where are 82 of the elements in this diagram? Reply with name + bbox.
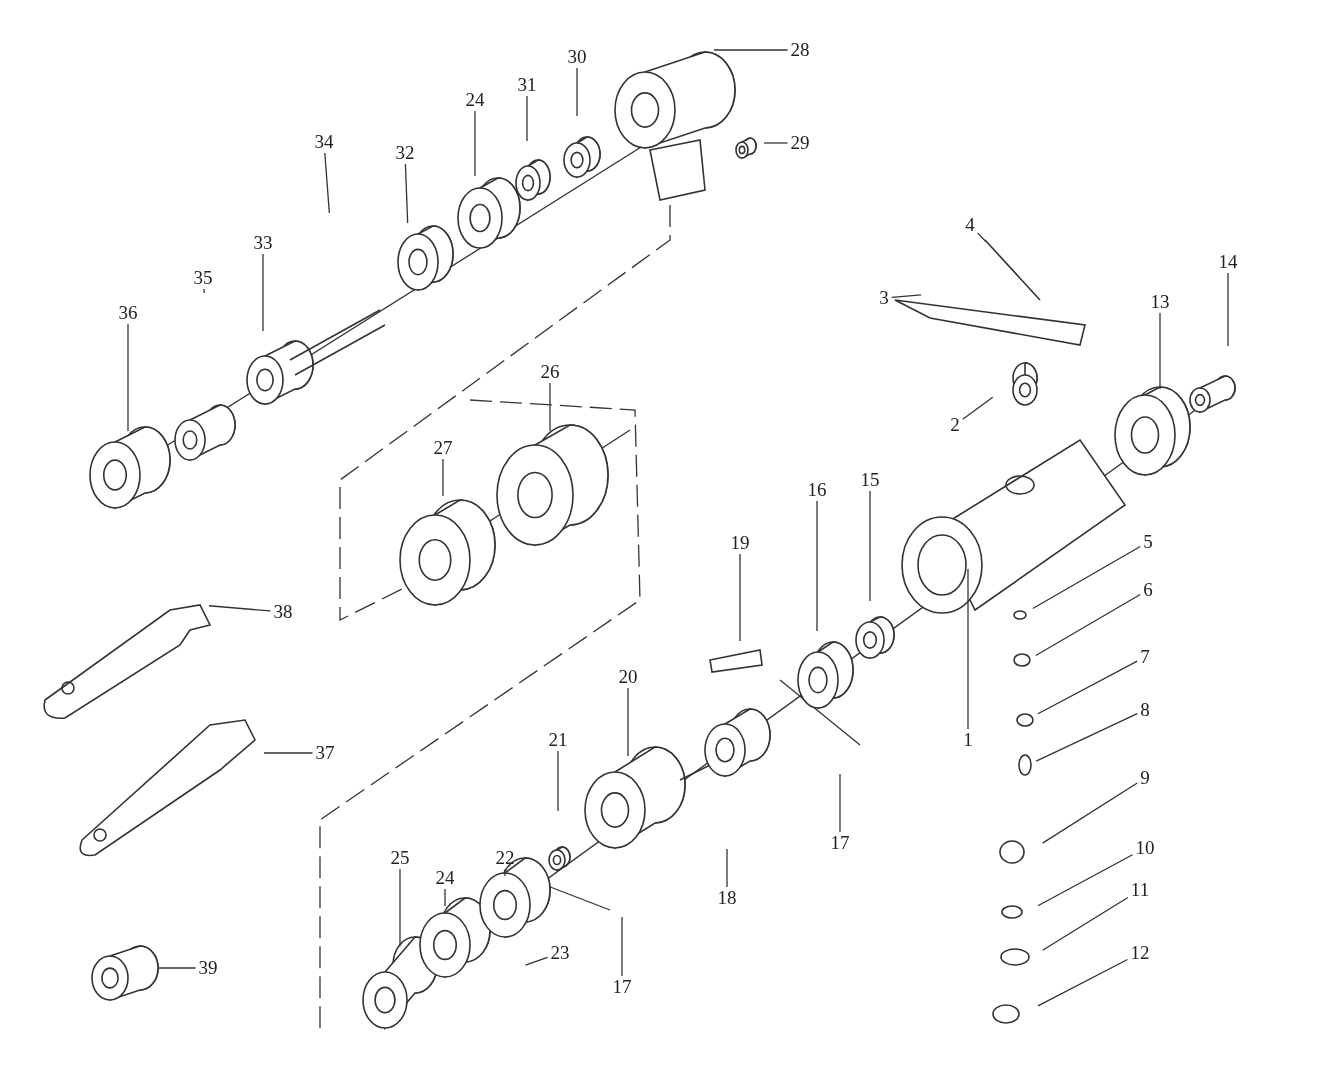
- callout-number: 9: [1139, 768, 1151, 788]
- leader-line: [324, 152, 330, 214]
- leader-line: [208, 605, 272, 612]
- callout-number: 20: [617, 667, 639, 687]
- leader-line: [1032, 545, 1141, 610]
- callout-number: 2: [949, 415, 961, 435]
- leader-line: [891, 294, 922, 298]
- leader-line: [576, 67, 578, 117]
- callout-number: 10: [1134, 838, 1156, 858]
- leader-line: [739, 553, 741, 642]
- leader-line: [1037, 660, 1138, 715]
- leader-line: [763, 142, 789, 144]
- callout-number: 21: [547, 730, 569, 750]
- leader-line: [399, 868, 401, 947]
- callout-number: 15: [859, 470, 881, 490]
- callout-number: 24: [434, 868, 456, 888]
- leader-line: [1042, 896, 1129, 951]
- callout-number: 6: [1142, 580, 1154, 600]
- callout-number: 28: [789, 40, 811, 60]
- leader-line: [474, 110, 476, 177]
- leader-line: [1041, 782, 1138, 844]
- callout-number: 38: [272, 602, 294, 622]
- leader-line: [627, 687, 629, 757]
- leader-line: [442, 458, 444, 497]
- callout-number: 30: [566, 47, 588, 67]
- leader-line: [726, 848, 728, 888]
- callout-number: 31: [516, 75, 538, 95]
- leader-line: [504, 868, 506, 877]
- leader-line: [713, 49, 789, 51]
- callout-number: 22: [494, 848, 516, 868]
- leader-line: [967, 568, 969, 730]
- leader-line: [524, 956, 549, 966]
- callout-number: 23: [549, 943, 571, 963]
- leader-line: [1035, 593, 1141, 657]
- leader-line: [977, 232, 987, 243]
- leader-line: [203, 288, 205, 294]
- callout-number: 29: [789, 133, 811, 153]
- callout-number: 34: [313, 132, 335, 152]
- leader-line: [621, 916, 623, 977]
- leader-line: [557, 750, 559, 812]
- callout-number: 12: [1129, 943, 1151, 963]
- callout-number: 24: [464, 90, 486, 110]
- callout-number: 33: [252, 233, 274, 253]
- leader-line: [1037, 854, 1134, 907]
- leader-line: [1035, 713, 1138, 762]
- leader-line: [549, 382, 551, 432]
- leader-line: [962, 396, 994, 420]
- callout-number: 37: [314, 743, 336, 763]
- leader-line: [816, 500, 818, 632]
- callout-number: 35: [192, 268, 214, 288]
- callout-number: 13: [1149, 292, 1171, 312]
- callout-number: 36: [117, 303, 139, 323]
- callout-number: 8: [1139, 700, 1151, 720]
- leader-line: [263, 752, 314, 754]
- callout-number: 39: [197, 958, 219, 978]
- callout-number: 27: [432, 438, 454, 458]
- leader-line: [869, 490, 871, 602]
- leader-line: [1037, 958, 1129, 1007]
- callout-number: 25: [389, 848, 411, 868]
- callout-number: 18: [716, 888, 738, 908]
- leader-line: [839, 773, 841, 833]
- callout-number: 17: [829, 833, 851, 853]
- callout-number: 17: [611, 977, 633, 997]
- callout-number: 11: [1129, 880, 1151, 900]
- leader-line: [404, 163, 409, 224]
- leader-line: [1227, 272, 1229, 347]
- leader-line: [1159, 312, 1161, 390]
- callout-number: 19: [729, 533, 751, 553]
- callout-number: 5: [1142, 532, 1154, 552]
- callout-number: 4: [964, 215, 976, 235]
- callout-number: 16: [806, 480, 828, 500]
- leader-line: [262, 253, 264, 332]
- callout-number: 14: [1217, 252, 1239, 272]
- leader-line: [127, 323, 129, 432]
- callout-number: 7: [1139, 647, 1151, 667]
- leader-line: [526, 95, 528, 142]
- callout-number: 1: [962, 730, 974, 750]
- leader-line: [158, 967, 197, 969]
- callout-number: 3: [878, 288, 890, 308]
- callout-number: 26: [539, 362, 561, 382]
- callout-number: 32: [394, 143, 416, 163]
- leader-line: [444, 888, 446, 907]
